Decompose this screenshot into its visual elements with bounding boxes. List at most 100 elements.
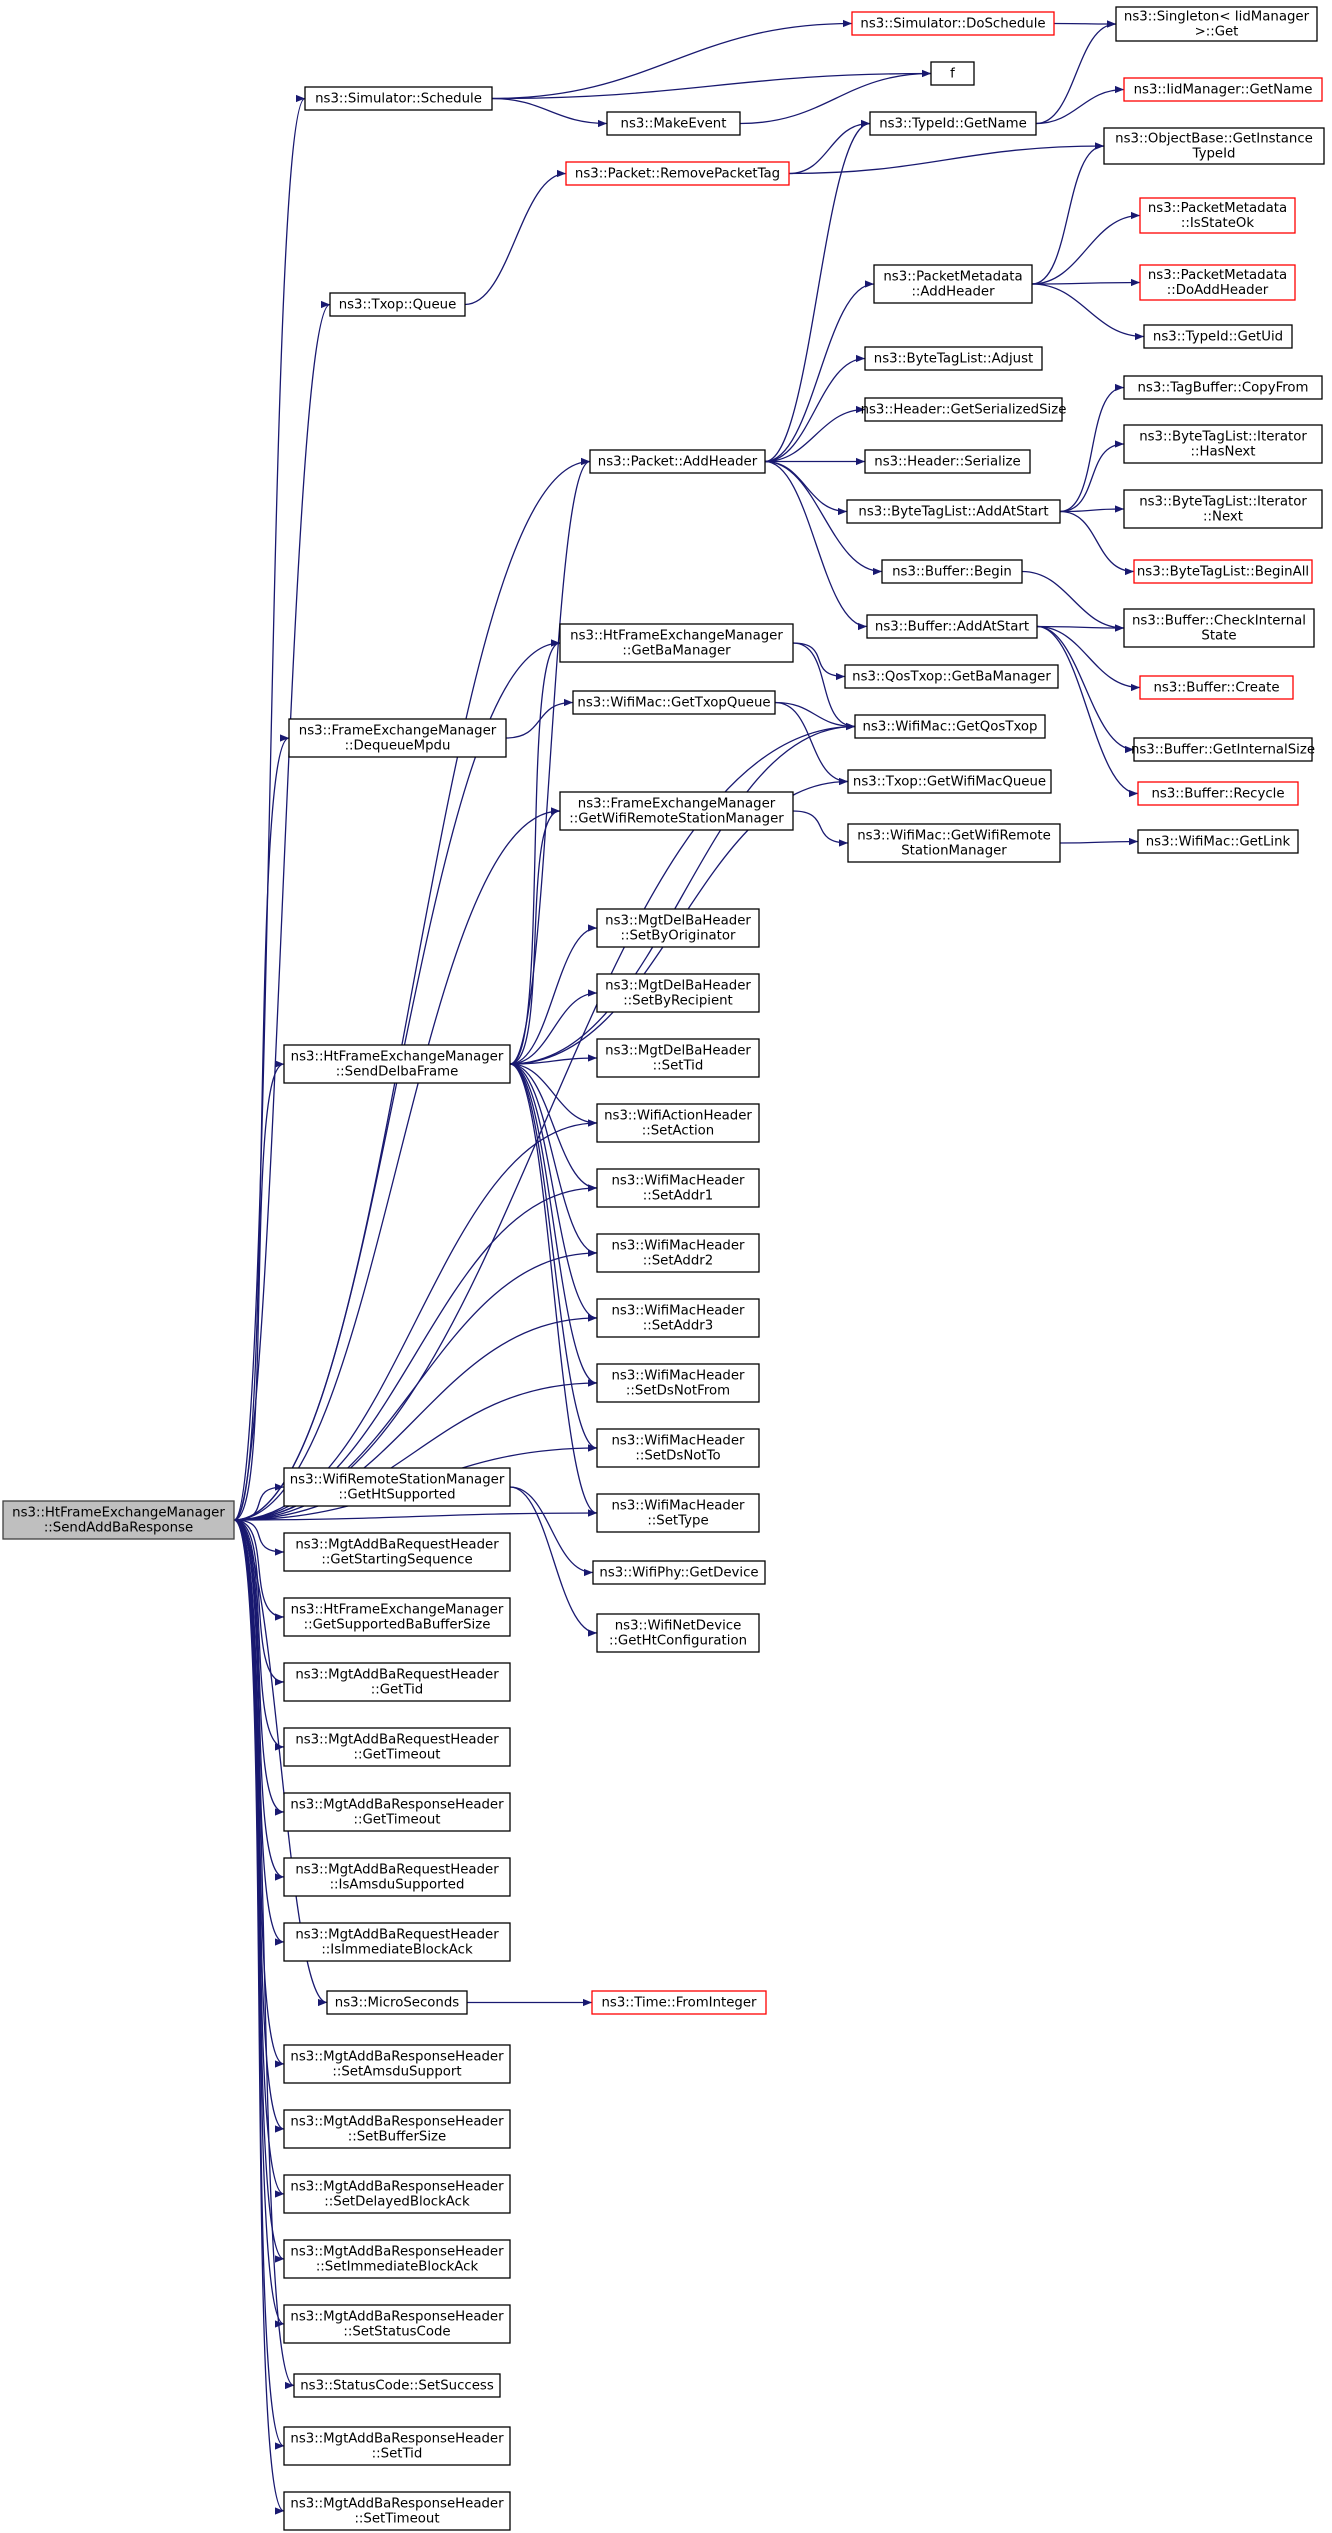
node-setAmsduSupport[interactable]: ns3::MgtAddBaResponseHeader::SetAmsduSup… xyxy=(283,2044,511,2084)
node-getLink[interactable]: ns3::WifiMac::GetLink xyxy=(1137,829,1299,854)
node-reqGetTimeout[interactable]: ns3::MgtAddBaRequestHeader::GetTimeout xyxy=(283,1727,511,1767)
node-typeIdGetName[interactable]: ns3::TypeId::GetName xyxy=(869,111,1037,136)
node-box xyxy=(283,2239,511,2279)
node-label: ns3::MgtAddBaResponseHeader xyxy=(290,2432,504,2447)
node-reqGetTid[interactable]: ns3::MgtAddBaRequestHeader::GetTid xyxy=(283,1662,511,1702)
node-iterNext[interactable]: ns3::ByteTagList::Iterator::Next xyxy=(1123,489,1323,529)
node-getTxopQueue[interactable]: ns3::WifiMac::GetTxopQueue xyxy=(572,690,776,715)
node-box xyxy=(866,614,1038,639)
node-headerSerialize[interactable]: ns3::Header::Serialize xyxy=(864,449,1031,474)
node-setDelayedBlockAck[interactable]: ns3::MgtAddBaResponseHeader::SetDelayedB… xyxy=(283,2174,511,2214)
node-dequeueMpdu[interactable]: ns3::FrameExchangeManager::DequeueMpdu xyxy=(288,718,507,758)
node-getBaManagerHt[interactable]: ns3::HtFrameExchangeManager::GetBaManage… xyxy=(559,623,794,663)
node-singletonGet[interactable]: ns3::Singleton< IidManager >::Get xyxy=(1115,6,1318,42)
node-setAddr1[interactable]: ns3::WifiMacHeader::SetAddr1 xyxy=(596,1168,760,1208)
node-delbaSetTid[interactable]: ns3::MgtDelBaHeader::SetTid xyxy=(596,1038,760,1078)
node-doSchedule[interactable]: ns3::Simulator::DoSchedule xyxy=(851,11,1055,36)
node-setAddr3[interactable]: ns3::WifiMacHeader::SetAddr3 xyxy=(596,1298,760,1338)
node-getStartingSequence[interactable]: ns3::MgtAddBaRequestHeader::GetStartingS… xyxy=(283,1532,511,1572)
node-box xyxy=(592,1560,766,1585)
node-setByOriginator[interactable]: ns3::MgtDelBaHeader::SetByOriginator xyxy=(596,908,760,948)
node-setType[interactable]: ns3::WifiMacHeader::SetType xyxy=(596,1493,760,1533)
node-bufferBegin[interactable]: ns3::Buffer::Begin xyxy=(881,559,1023,584)
node-respGetTimeout[interactable]: ns3::MgtAddBaResponseHeader::GetTimeout xyxy=(283,1792,511,1832)
node-hasNext[interactable]: ns3::ByteTagList::Iterator::HasNext xyxy=(1123,424,1323,464)
node-box xyxy=(1143,324,1293,349)
edge-packetAddHeader-to-getSerializedSize xyxy=(764,405,866,463)
node-packetAddHeader[interactable]: ns3::Packet::AddHeader xyxy=(589,449,766,474)
node-getUid[interactable]: ns3::TypeId::GetUid xyxy=(1143,324,1293,349)
node-setAddr2[interactable]: ns3::WifiMacHeader::SetAddr2 xyxy=(596,1233,760,1273)
node-box xyxy=(1103,127,1325,165)
node-getInternalSize[interactable]: ns3::Buffer::GetInternalSize xyxy=(1131,737,1315,762)
node-setDsNotFrom[interactable]: ns3::WifiMacHeader::SetDsNotFrom xyxy=(596,1363,760,1403)
node-box xyxy=(591,1990,767,2015)
node-btlAddAtStart[interactable]: ns3::ByteTagList::AddAtStart xyxy=(846,499,1061,524)
node-setBufferSize[interactable]: ns3::MgtAddBaResponseHeader::SetBufferSi… xyxy=(283,2109,511,2149)
node-label: ns3::WifiNetDevice xyxy=(615,1619,742,1634)
node-getQosTxop[interactable]: ns3::WifiMac::GetQosTxop xyxy=(854,714,1046,739)
node-iidGetName[interactable]: ns3::IidManager::GetName xyxy=(1123,77,1323,102)
node-getHtConfiguration[interactable]: ns3::WifiNetDevice::GetHtConfiguration xyxy=(596,1613,760,1653)
edge-bufferAddAtStart-to-bufferRecycle xyxy=(1036,625,1139,798)
node-isImmediateBlockAck[interactable]: ns3::MgtAddBaRequestHeader::IsImmediateB… xyxy=(283,1922,511,1962)
node-setImmediateBlockAck[interactable]: ns3::MgtAddBaResponseHeader::SetImmediat… xyxy=(283,2239,511,2279)
node-makeEvent[interactable]: ns3::MakeEvent xyxy=(606,111,741,136)
edge-pmAddHeader-to-doAddHeader xyxy=(1031,278,1141,287)
node-beginAll[interactable]: ns3::ByteTagList::BeginAll xyxy=(1133,559,1313,584)
node-respSetTid[interactable]: ns3::MgtAddBaResponseHeader::SetTid xyxy=(283,2426,511,2466)
node-tagCopyFrom[interactable]: ns3::TagBuffer::CopyFrom xyxy=(1123,375,1323,400)
node-getSerializedSize[interactable]: ns3::Header::GetSerializedSize xyxy=(861,397,1067,422)
node-box xyxy=(283,1922,511,1962)
node-macGetRsm[interactable]: ns3::WifiMac::GetWifiRemoteStationManage… xyxy=(847,823,1061,863)
node-isStateOk[interactable]: ns3::PacketMetadata::IsStateOk xyxy=(1139,197,1296,234)
node-pmAddHeader[interactable]: ns3::PacketMetadata::AddHeader xyxy=(873,264,1033,304)
node-layer: ns3::HtFrameExchangeManager::SendAddBaRe… xyxy=(2,6,1325,2531)
node-setDsNotTo[interactable]: ns3::WifiMacHeader::SetDsNotTo xyxy=(596,1428,760,1468)
node-bufferAddAtStart[interactable]: ns3::Buffer::AddAtStart xyxy=(866,614,1038,639)
node-box xyxy=(293,2373,501,2398)
edge-sendDelbaFrame-to-getQosTxop xyxy=(509,722,856,1065)
node-setStatusCode[interactable]: ns3::MgtAddBaResponseHeader::SetStatusCo… xyxy=(283,2304,511,2344)
node-box xyxy=(283,1532,511,1572)
node-simSchedule[interactable]: ns3::Simulator::Schedule xyxy=(304,86,493,111)
node-txopGetWifiMacQueue[interactable]: ns3::Txop::GetWifiMacQueue xyxy=(847,769,1052,794)
node-phyGetDevice[interactable]: ns3::WifiPhy::GetDevice xyxy=(592,1560,766,1585)
node-box xyxy=(559,623,794,663)
node-bufferRecycle[interactable]: ns3::Buffer::Recycle xyxy=(1137,781,1299,806)
node-box xyxy=(283,1792,511,1832)
node-getSupportedBaBufferSize[interactable]: ns3::HtFrameExchangeManager::GetSupporte… xyxy=(283,1597,511,1637)
node-setSuccess[interactable]: ns3::StatusCode::SetSuccess xyxy=(293,2373,501,2398)
node-txopQueue[interactable]: ns3::Txop::Queue xyxy=(329,292,466,317)
node-isAmsduSupported[interactable]: ns3::MgtAddBaRequestHeader::IsAmsduSuppo… xyxy=(283,1857,511,1897)
edge-root-to-txopQueue xyxy=(233,301,331,1521)
node-femGetRsm[interactable]: ns3::FrameExchangeManager::GetWifiRemote… xyxy=(559,791,794,831)
node-label: ns3::FrameExchangeManager xyxy=(299,724,497,739)
node-box xyxy=(596,908,760,948)
node-respSetTimeout[interactable]: ns3::MgtAddBaResponseHeader::SetTimeout xyxy=(283,2491,511,2531)
node-removePacketTag[interactable]: ns3::Packet::RemovePacketTag xyxy=(565,161,790,186)
node-box xyxy=(1137,781,1299,806)
node-root[interactable]: ns3::HtFrameExchangeManager::SendAddBaRe… xyxy=(2,1500,235,1540)
node-f[interactable]: f xyxy=(930,61,975,86)
edge-btlAddAtStart-to-hasNext xyxy=(1059,440,1125,513)
node-btlAdjust[interactable]: ns3::ByteTagList::Adjust xyxy=(864,346,1043,371)
node-setAction[interactable]: ns3::WifiActionHeader::SetAction xyxy=(596,1103,760,1143)
node-label: ns3::ByteTagList::Iterator xyxy=(1139,495,1307,510)
node-label: ns3::WifiMac::GetWifiRemote xyxy=(857,829,1051,844)
node-bufferCreate[interactable]: ns3::Buffer::Create xyxy=(1139,675,1294,700)
node-microSeconds[interactable]: ns3::MicroSeconds xyxy=(326,1990,468,2015)
node-box xyxy=(283,2491,511,2531)
node-doAddHeader[interactable]: ns3::PacketMetadata::DoAddHeader xyxy=(1139,264,1296,301)
node-setByRecipient[interactable]: ns3::MgtDelBaHeader::SetByRecipient xyxy=(596,973,760,1013)
edge-root-to-dequeueMpdu xyxy=(233,734,290,1521)
node-box xyxy=(283,2426,511,2466)
node-timeFromInteger[interactable]: ns3::Time::FromInteger xyxy=(591,1990,767,2015)
node-box xyxy=(1123,608,1315,648)
node-box xyxy=(851,11,1055,36)
node-qosGetBaManager[interactable]: ns3::QosTxop::GetBaManager xyxy=(844,664,1059,689)
node-sendDelbaFrame[interactable]: ns3::HtFrameExchangeManager::SendDelbaFr… xyxy=(283,1044,511,1084)
node-rsmGetHtSupported[interactable]: ns3::WifiRemoteStationManager::GetHtSupp… xyxy=(283,1467,511,1507)
